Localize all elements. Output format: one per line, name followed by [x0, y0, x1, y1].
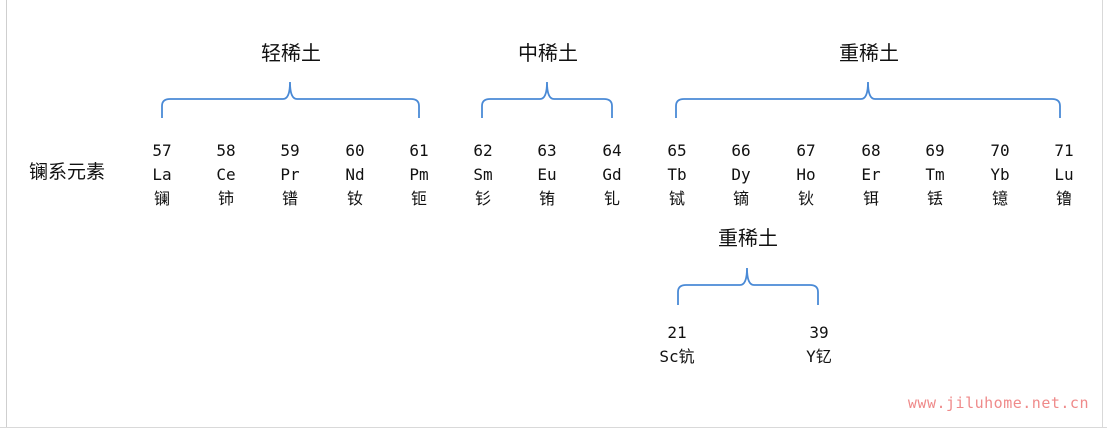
element-ce: 58 Ce 铈	[196, 139, 256, 211]
sc-y-heavy-brace	[677, 267, 819, 305]
element-symbol: Ho	[796, 165, 816, 184]
element-chinese-name: 镝	[732, 189, 749, 208]
element-chinese-name: 镧	[153, 189, 170, 208]
element-tm: 69 Tm 铥	[905, 139, 965, 211]
atomic-number: 65	[667, 141, 687, 160]
element-symbol: Ce	[216, 165, 236, 184]
element-chinese-name: 镥	[1055, 189, 1072, 208]
element-yb: 70 Yb 镱	[970, 139, 1030, 211]
element-label: Sc钪	[659, 347, 695, 366]
element-symbol: Sm	[473, 165, 493, 184]
atomic-number: 58	[216, 141, 236, 160]
element-chinese-name: 铽	[668, 189, 685, 208]
element-chinese-name: 钆	[603, 189, 620, 208]
site-watermark: www.jiluhome.net.cn	[907, 394, 1089, 412]
element-symbol: Dy	[731, 165, 751, 184]
element-label: Y钇	[806, 347, 832, 366]
lanthanide-series-label: 镧系元素	[29, 161, 106, 183]
element-symbol: Er	[861, 165, 881, 184]
element-chinese-name: 钕	[346, 189, 363, 208]
element-nd: 60 Nd 钕	[325, 139, 385, 211]
element-symbol: Lu	[1054, 165, 1074, 184]
atomic-number: 21	[667, 323, 687, 342]
element-chinese-name: 镨	[281, 189, 298, 208]
atomic-number: 69	[925, 141, 945, 160]
element-symbol: Yb	[990, 165, 1010, 184]
element-y: 39 Y钇	[784, 321, 854, 369]
atomic-number: 68	[861, 141, 881, 160]
element-chinese-name: 铈	[217, 189, 234, 208]
heavy-rare-earth-extra-title: 重稀土	[718, 226, 778, 250]
element-lu: 71 Lu 镥	[1034, 139, 1094, 211]
element-ho: 67 Ho 钬	[776, 139, 836, 211]
element-tb: 65 Tb 铽	[647, 139, 707, 211]
atomic-number: 71	[1054, 141, 1074, 160]
element-chinese-name: 镱	[991, 189, 1008, 208]
element-symbol: Nd	[345, 165, 365, 184]
element-symbol: Tb	[667, 165, 687, 184]
element-symbol: Pm	[409, 165, 429, 184]
element-la: 57 La 镧	[132, 139, 192, 211]
element-eu: 63 Eu 铕	[517, 139, 577, 211]
atomic-number: 62	[473, 141, 493, 160]
right-window-edge	[1102, 0, 1107, 428]
element-gd: 64 Gd 钆	[582, 139, 642, 211]
atomic-number: 70	[990, 141, 1010, 160]
element-sm: 62 Sm 钐	[453, 139, 513, 211]
element-symbol: Tm	[925, 165, 945, 184]
atomic-number: 39	[809, 323, 829, 342]
atomic-number: 57	[152, 141, 172, 160]
element-chinese-name: 钐	[474, 189, 491, 208]
atomic-number: 60	[345, 141, 365, 160]
element-sc: 21 Sc钪	[642, 321, 712, 369]
element-pr: 59 Pr 镨	[260, 139, 320, 211]
element-er: 68 Er 铒	[841, 139, 901, 211]
atomic-number: 59	[280, 141, 300, 160]
element-symbol: Pr	[280, 165, 300, 184]
element-chinese-name: 钬	[797, 189, 814, 208]
element-chinese-name: 铒	[862, 189, 879, 208]
element-symbol: La	[152, 165, 172, 184]
heavy-rare-earth-brace	[675, 81, 1061, 118]
middle-rare-earth-title: 中稀土	[518, 41, 578, 65]
element-chinese-name: 铕	[538, 189, 555, 208]
element-pm: 61 Pm 钷	[389, 139, 449, 211]
atomic-number: 64	[602, 141, 622, 160]
atomic-number: 66	[731, 141, 751, 160]
light-rare-earth-title: 轻稀土	[261, 41, 321, 65]
heavy-rare-earth-title: 重稀土	[839, 41, 899, 65]
element-symbol: Gd	[602, 165, 622, 184]
atomic-number: 63	[537, 141, 557, 160]
element-symbol: Eu	[537, 165, 557, 184]
middle-rare-earth-brace	[481, 81, 613, 118]
element-chinese-name: 钷	[410, 189, 427, 208]
left-window-edge	[0, 0, 7, 428]
atomic-number: 61	[409, 141, 429, 160]
element-dy: 66 Dy 镝	[711, 139, 771, 211]
light-rare-earth-brace	[161, 81, 420, 118]
element-chinese-name: 铥	[926, 189, 943, 208]
atomic-number: 67	[796, 141, 816, 160]
